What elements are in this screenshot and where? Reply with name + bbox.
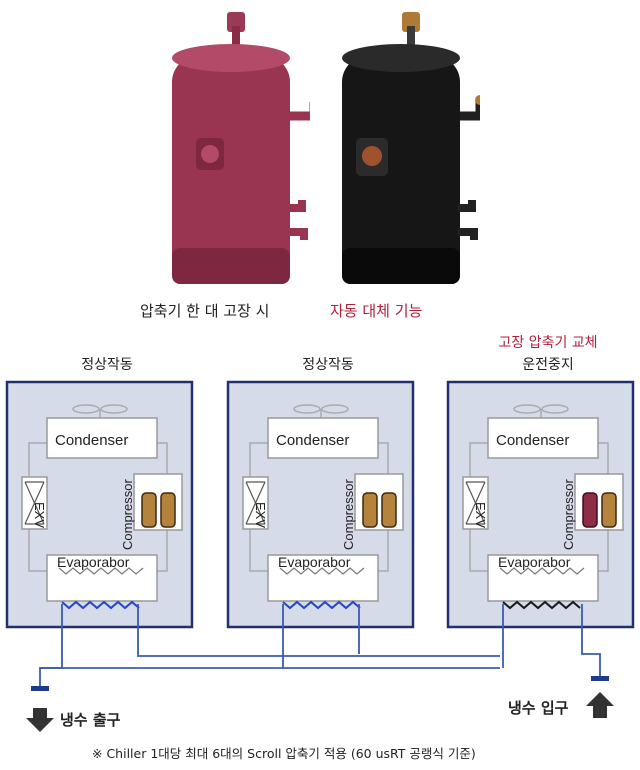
unit-2-status: 정상작동 [302,357,354,373]
unit-1-compressors [141,492,176,528]
unit-2-exv-label: EXV [253,502,268,529]
caption-auto-replacement: 자동 대체 기능 [330,302,423,320]
unit-3-fault-note: 고장 압축기 교체 [498,335,598,351]
faulty-compressor-illustration [172,12,310,284]
outlet-arrow-icon [26,708,54,732]
inlet-arrow-icon [586,692,614,718]
unit-1-condenser-label: Condenser [55,432,129,449]
unit-3-evaporator-label: Evaporabor [498,554,571,570]
unit-1-exv-label: EXV [32,502,47,529]
unit-3-exv-label: EXV [473,502,488,529]
footnote: ※ Chiller 1대당 최대 6대의 Scroll 압축기 적용 (60 u… [92,746,476,761]
chilled-water-inlet-label: 냉수 입구 [508,699,569,717]
unit-3-compressor-label: Compressor [561,479,576,550]
unit-1-compressor-label: Compressor [120,479,135,550]
unit-2-condenser-label: Condenser [276,432,350,449]
chilled-water-piping [39,604,601,686]
caption-faulty-compressor: 압축기 한 대 고장 시 [140,302,270,320]
unit-2-compressor-label: Compressor [341,479,356,550]
unit-2-compressors [362,492,397,528]
unit-2-evaporator-label: Evaporabor [278,554,351,570]
unit-3-condenser-label: Condenser [496,432,570,449]
unit-3-status: 운전중지 [522,357,574,373]
chilled-water-outlet-label: 냉수 출구 [60,711,121,729]
unit-1-status: 정상작동 [81,357,133,373]
backup-compressor-illustration [342,12,480,284]
unit-3-compressors [582,492,617,528]
unit-1-evaporator-label: Evaporabor [57,554,130,570]
